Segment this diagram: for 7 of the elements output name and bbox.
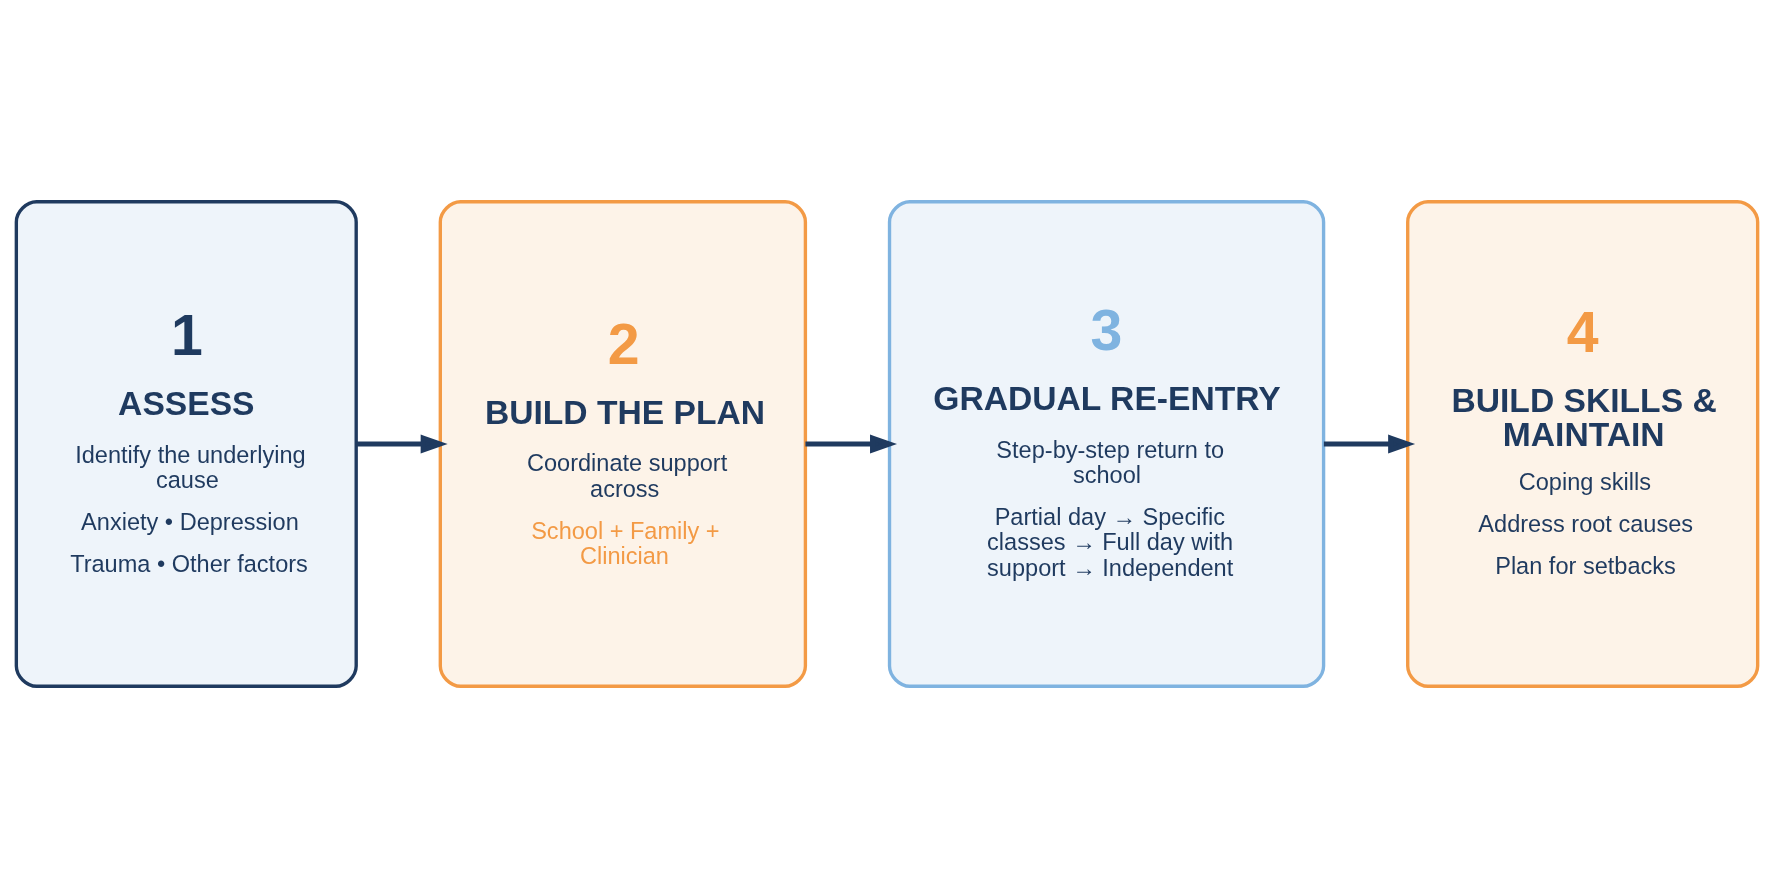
node-box: 2 BUILD THE PLAN Coordinate support across School + Family + Clinician bbox=[438, 199, 808, 688]
arrow bbox=[356, 434, 448, 453]
node-box: 1 ASSESS Identify the underlying cause Anxiety • Depression Trauma • Other factors bbox=[14, 199, 358, 688]
node-box: 4 BUILD SKILLS & MAINTAIN Coping skills Address root causes Plan for setbacks bbox=[1406, 199, 1760, 688]
arrow bbox=[805, 434, 897, 453]
node-box: 3 GRADUAL RE-ENTRY Step-by-step return to school Partial day → Specific classes → Full day with support → Independent bbox=[887, 199, 1326, 688]
arrow bbox=[1323, 434, 1416, 453]
